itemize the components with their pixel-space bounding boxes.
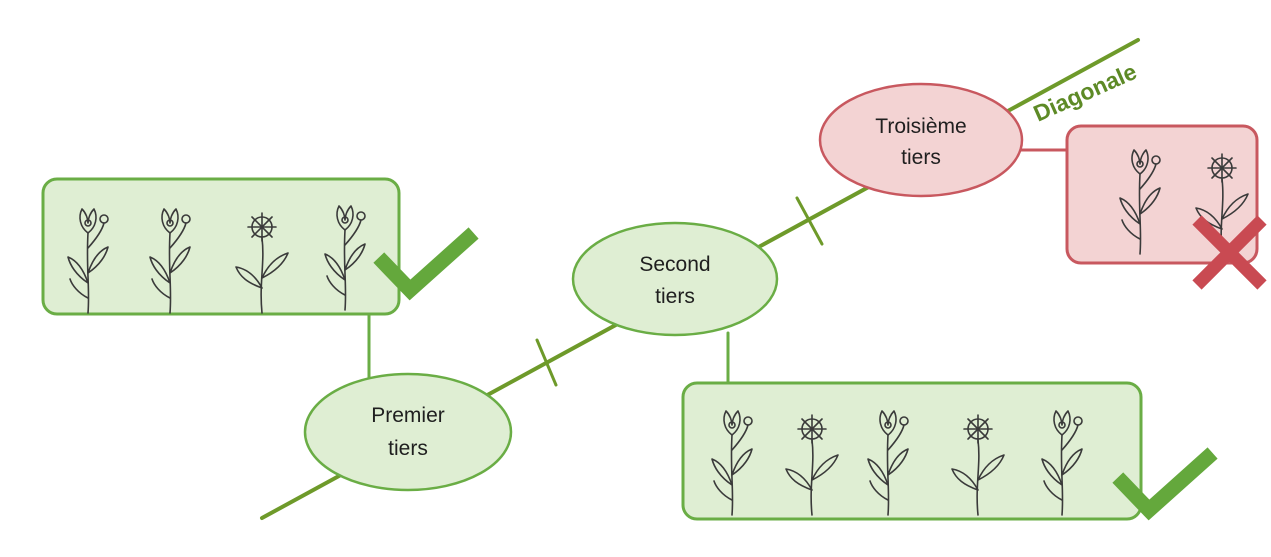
flower-box-premier <box>41 177 401 316</box>
tier-label-line2: tiers <box>901 146 941 169</box>
tier-node-premier: Premier tiers <box>303 372 513 492</box>
tier-label-line1: Premier <box>371 404 445 427</box>
tier-label-line1: Troisième <box>875 115 966 138</box>
cross-icon <box>1192 215 1267 290</box>
tier-node-second: Second tiers <box>571 221 779 337</box>
tier-label-line1: Second <box>639 253 710 276</box>
tier-label-line2: tiers <box>388 437 428 460</box>
third-tick-mark <box>795 196 824 246</box>
third-tick-mark <box>535 338 558 387</box>
tier-node-troisieme: Troisième tiers <box>818 82 1024 198</box>
tier-label-line2: tiers <box>655 285 695 308</box>
check-icon <box>1112 447 1218 521</box>
flower-box-second <box>681 381 1143 521</box>
check-icon <box>373 227 479 301</box>
